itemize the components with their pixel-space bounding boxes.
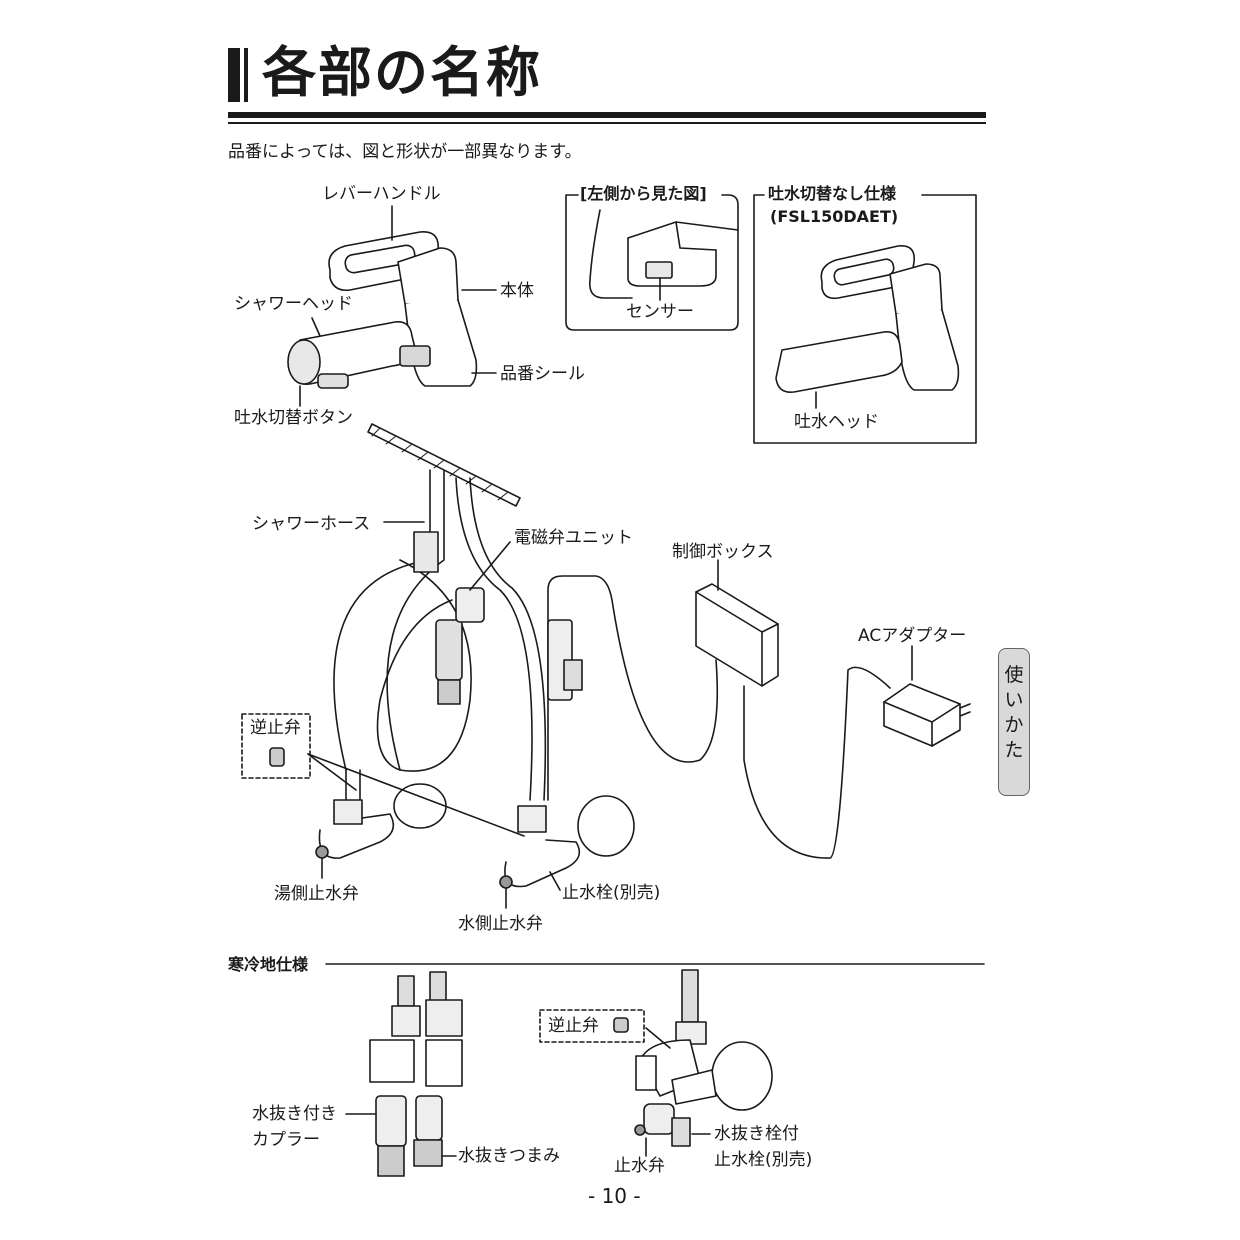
check-valve-box (241, 713, 311, 779)
no-switch-spec-drawing (753, 194, 977, 444)
section-side-tab[interactable]: 使いかた (998, 648, 1030, 796)
label-shower-head: シャワーヘッド (234, 294, 353, 314)
label-stop-cock: 止水栓(別売) (562, 883, 661, 903)
label-lever-handle: レバーハンドル (322, 184, 441, 204)
label-cold-check-valve: 逆止弁 (548, 1016, 599, 1036)
label-drain-coupler-1: 水抜き付き (252, 1104, 337, 1124)
side-view-heading: [左側から見た図] (580, 184, 707, 203)
no-switch-spec-model: (FSL150DAET) (770, 207, 899, 226)
title-rule-thin (228, 122, 986, 124)
label-sensor: センサー (626, 302, 694, 322)
label-hot-stop-valve: 湯側止水弁 (274, 884, 359, 904)
label-body: 本体 (500, 281, 534, 301)
label-drain-cock-1: 水抜き栓付 (714, 1124, 799, 1144)
no-switch-spec-heading: 吐水切替なし仕様 (768, 184, 897, 203)
cold-region-heading: 寒冷地仕様 (228, 955, 309, 974)
side-view-drawing (565, 194, 739, 331)
label-check-valve: 逆止弁 (250, 718, 301, 738)
label-drain-cock-2: 止水栓(別売) (714, 1150, 813, 1170)
label-shower-hose: シャワーホース (252, 514, 371, 534)
label-spout-head: 吐水ヘッド (794, 412, 879, 432)
page-title: 各部の名称 (262, 41, 542, 104)
cold-check-valve-box (539, 1009, 645, 1043)
title-bar-accent (228, 48, 240, 102)
label-ac-adapter: ACアダプター (858, 626, 967, 646)
under-sink-drawing (307, 423, 971, 909)
label-drain-coupler-2: カプラー (252, 1130, 320, 1150)
title-rule-thick (228, 112, 986, 118)
page-number: - 10 - (588, 1184, 641, 1208)
label-water-stop-valve: 水側止水弁 (458, 914, 543, 934)
label-solenoid-unit: 電磁弁ユニット (514, 528, 633, 548)
side-tab-label: 使いかた (1004, 664, 1024, 761)
cold-region-right-drawing (634, 969, 773, 1157)
cold-region-left-drawing (345, 971, 463, 1177)
label-switch-button: 吐水切替ボタン (234, 408, 353, 428)
page-note: 品番によっては、図と形状が一部異なります。 (228, 142, 582, 162)
label-cold-stop-valve: 止水弁 (614, 1156, 665, 1176)
label-control-box: 制御ボックス (672, 542, 774, 562)
label-serial-seal: 品番シール (500, 364, 585, 384)
title-bar-accent-thin (244, 48, 248, 102)
main-faucet-drawing (287, 205, 497, 407)
label-drain-knob: 水抜きつまみ (458, 1146, 560, 1166)
